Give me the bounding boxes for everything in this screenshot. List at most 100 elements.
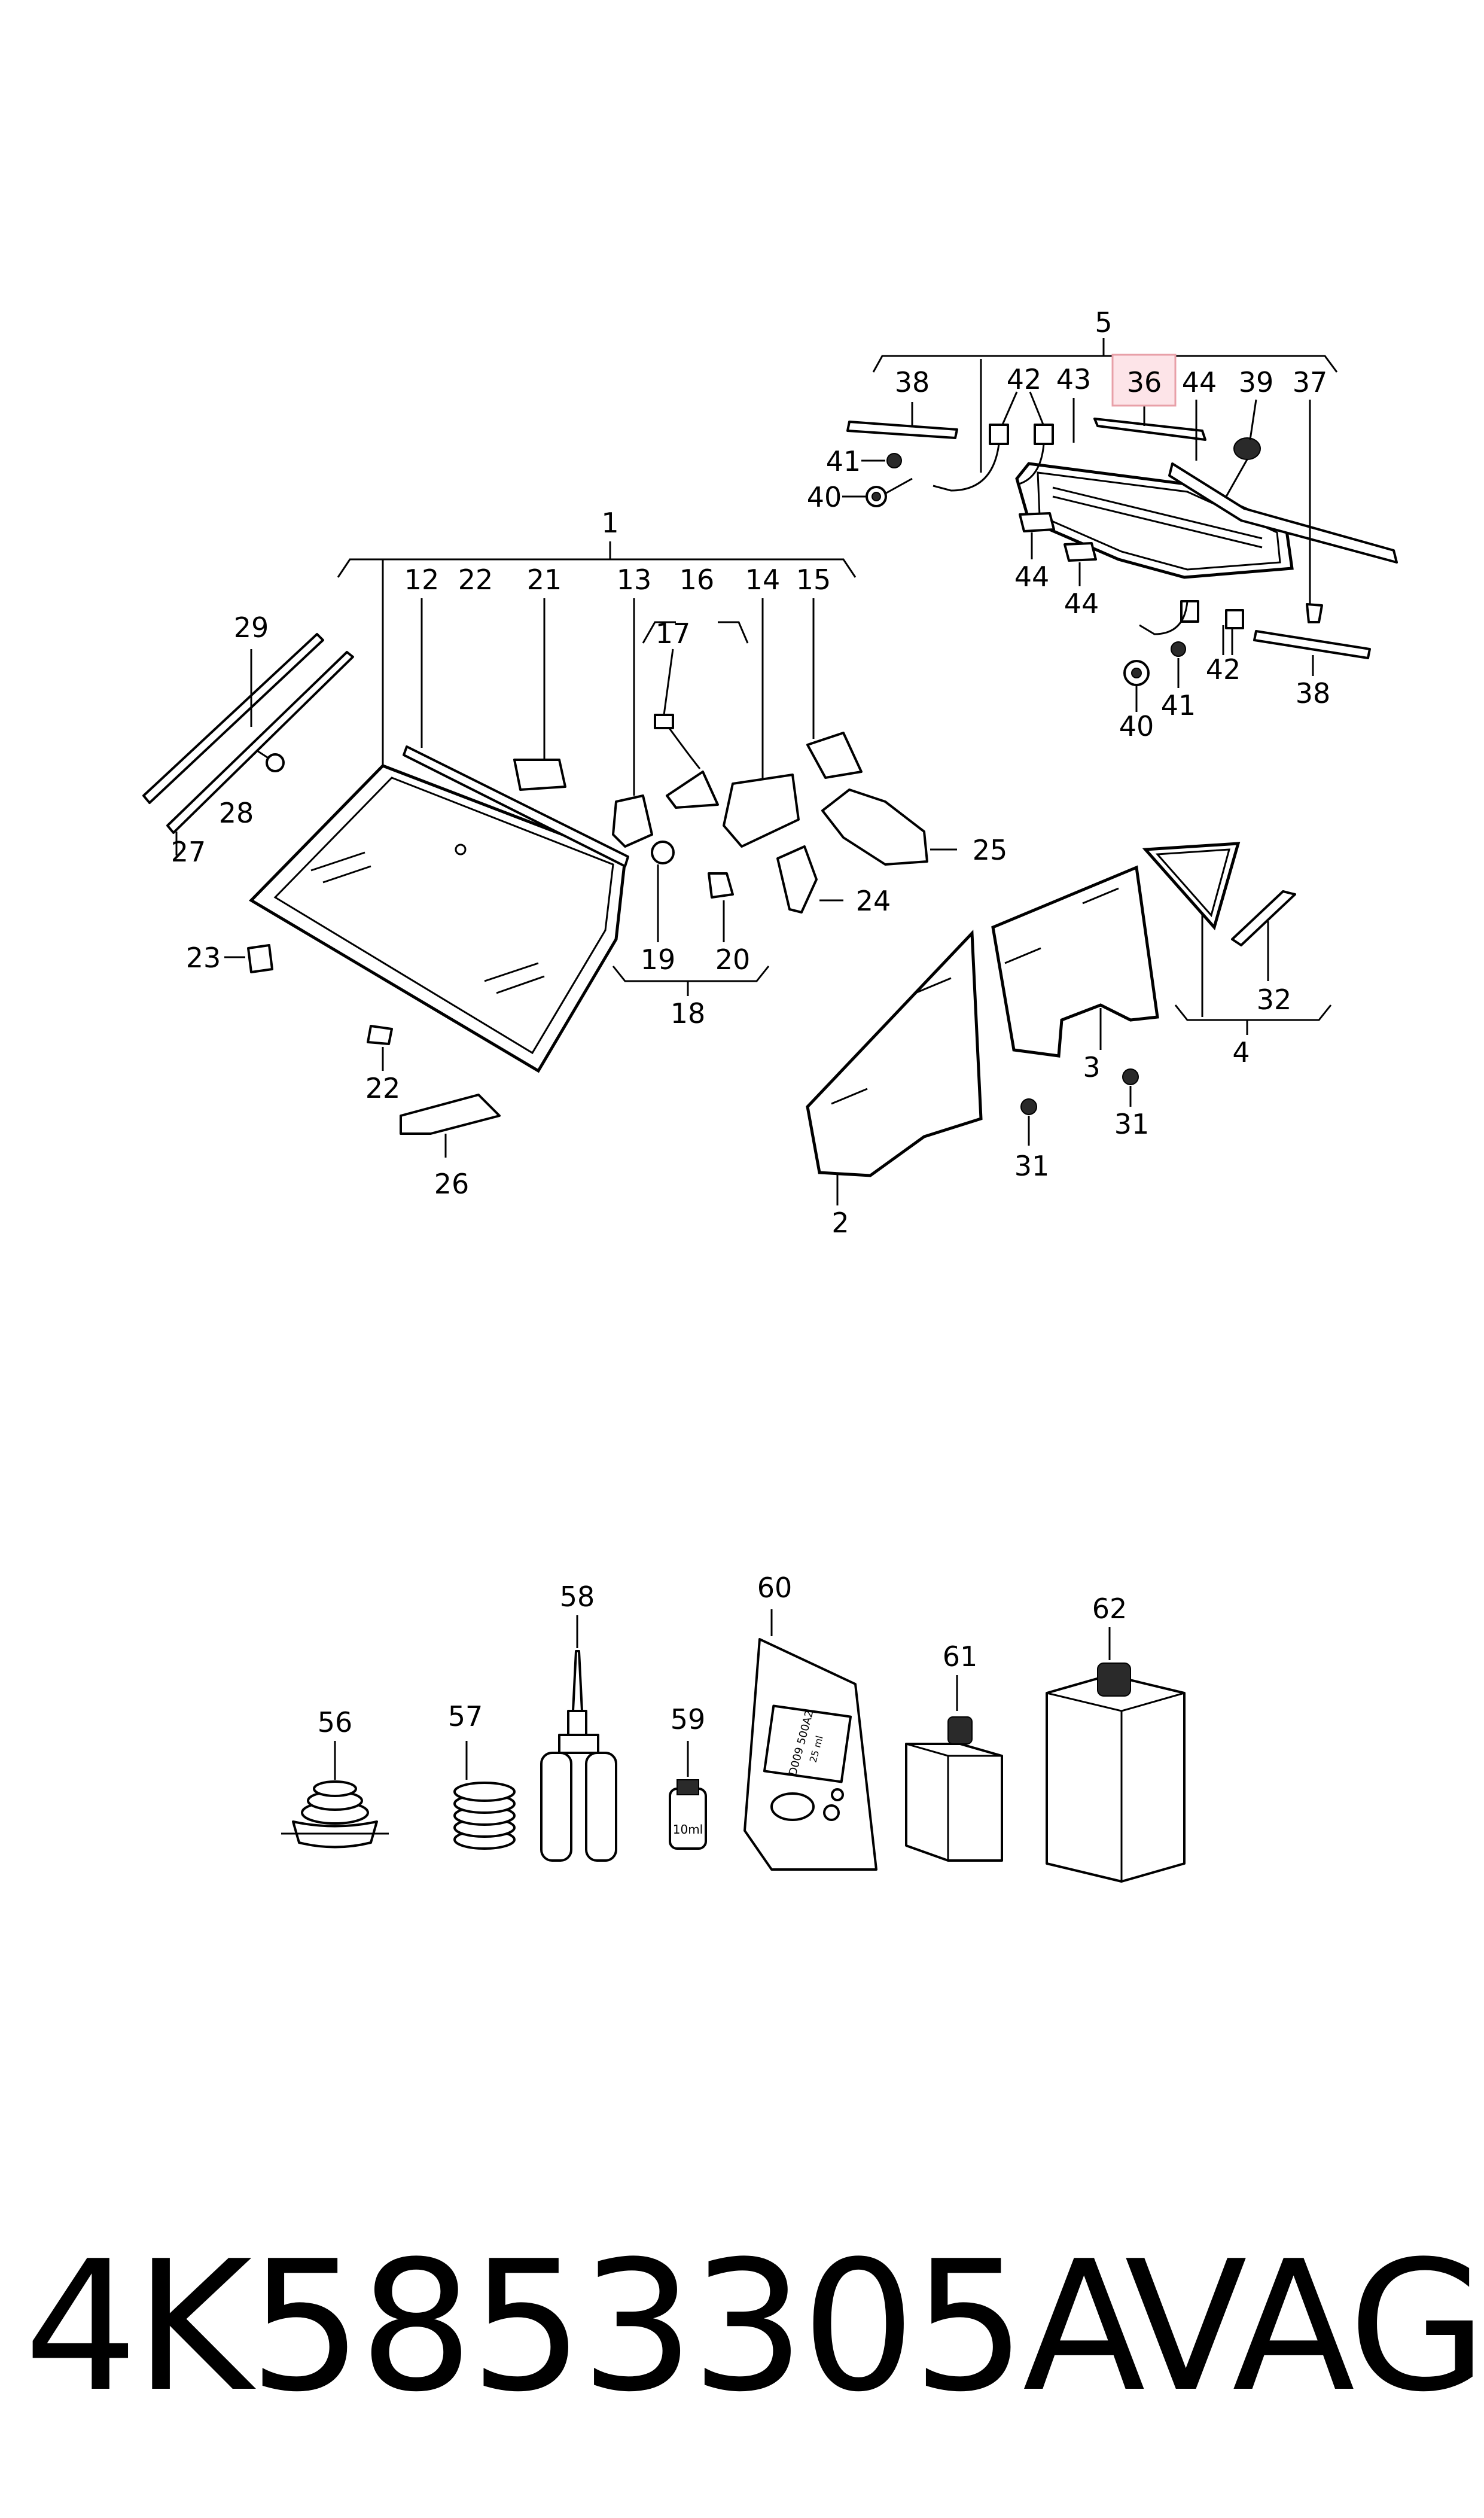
callout-32[interactable]: 32 <box>1257 984 1292 1016</box>
parts-diagram: 10ml D009 500A2 25 ml <box>142 306 1398 1883</box>
pad-44-b[interactable] <box>1064 542 1097 562</box>
callout-56[interactable]: 56 <box>318 1706 353 1738</box>
callout-22-top[interactable]: 22 <box>458 564 493 596</box>
bottle-62[interactable] <box>1046 1663 1186 1883</box>
callout-labels: 5 38 42 43 36 44 39 37 41 40 44 44 42 41… <box>171 306 1331 1738</box>
callout-4[interactable]: 4 <box>1232 1036 1250 1068</box>
callout-19[interactable]: 19 <box>641 943 676 976</box>
callout-42-top[interactable]: 42 <box>1007 363 1042 395</box>
callout-13[interactable]: 13 <box>617 564 652 596</box>
connector-42-bottom-b[interactable] <box>1225 609 1244 629</box>
screw-31-left[interactable] <box>1020 1098 1037 1115</box>
callout-40-bottom[interactable]: 40 <box>1119 710 1154 742</box>
cap-39[interactable] <box>1233 437 1261 460</box>
callout-3[interactable]: 3 <box>1083 1051 1100 1083</box>
strip-29[interactable] <box>142 633 324 804</box>
sensor-cover-14[interactable] <box>723 774 800 848</box>
door-glass-2[interactable] <box>806 930 983 1177</box>
bracket-13[interactable] <box>612 794 653 848</box>
callout-26[interactable]: 26 <box>434 1168 470 1200</box>
callout-39[interactable]: 39 <box>1239 366 1274 398</box>
screw-41-top[interactable] <box>886 453 902 468</box>
callout-12[interactable]: 12 <box>404 564 440 596</box>
spring-57[interactable] <box>453 1782 516 1850</box>
callout-38-bottom[interactable]: 38 <box>1296 677 1331 710</box>
connector-42-top-a[interactable] <box>989 424 1009 445</box>
callout-43[interactable]: 43 <box>1056 363 1092 395</box>
callout-41-bottom[interactable]: 41 <box>1161 689 1196 721</box>
callout-44-a[interactable]: 44 <box>1014 561 1050 593</box>
callout-57[interactable]: 57 <box>448 1700 483 1733</box>
callout-15[interactable]: 15 <box>796 564 831 596</box>
screw-31-right[interactable] <box>1122 1068 1139 1085</box>
windshield-group <box>142 541 957 1158</box>
callout-2[interactable]: 2 <box>831 1207 849 1239</box>
wiring-26[interactable] <box>400 1094 501 1135</box>
quarter-glass-4[interactable] <box>1142 842 1241 931</box>
callout-27[interactable]: 27 <box>171 836 206 868</box>
highlight-box <box>1111 354 1177 407</box>
callout-60[interactable]: 60 <box>757 1572 793 1604</box>
cover-24[interactable] <box>776 845 818 914</box>
callout-14[interactable]: 14 <box>745 564 781 596</box>
callout-41-top[interactable]: 41 <box>826 445 861 477</box>
trim-strip-38[interactable] <box>846 421 958 439</box>
windshield-glass[interactable] <box>248 764 627 1073</box>
callout-44-b[interactable]: 44 <box>1064 587 1099 620</box>
callout-23[interactable]: 23 <box>186 942 221 974</box>
callout-25[interactable]: 25 <box>973 834 1008 866</box>
trim-strip-38-bottom[interactable] <box>1253 630 1371 659</box>
connector-42-top-b[interactable] <box>1034 424 1054 445</box>
callout-59[interactable]: 59 <box>671 1703 706 1735</box>
callout-38-top[interactable]: 38 <box>895 366 930 398</box>
bottle-59[interactable]: 10ml <box>669 1779 707 1850</box>
rear-window-group <box>842 338 1398 712</box>
clip-37[interactable] <box>1306 603 1323 623</box>
callout-31-left[interactable]: 31 <box>1014 1150 1050 1182</box>
clip-23[interactable] <box>247 944 273 973</box>
callout-44-top[interactable]: 44 <box>1182 366 1217 398</box>
callout-31-right[interactable]: 31 <box>1114 1108 1150 1140</box>
callout-5[interactable]: 5 <box>1095 306 1112 339</box>
seal-37[interactable] <box>1168 462 1398 564</box>
sensor-16[interactable] <box>666 771 719 809</box>
clip-28[interactable] <box>266 753 285 772</box>
callout-61[interactable]: 61 <box>943 1640 978 1673</box>
callout-42-bottom[interactable]: 42 <box>1206 653 1241 686</box>
pad-44-a[interactable] <box>1019 512 1055 532</box>
screw-41-bottom[interactable] <box>1171 641 1186 657</box>
callout-17[interactable]: 17 <box>656 617 691 650</box>
callout-36[interactable]: 36 <box>1127 366 1162 398</box>
callout-20[interactable]: 20 <box>715 943 751 976</box>
callout-29[interactable]: 29 <box>234 611 269 644</box>
callout-22-bottom[interactable]: 22 <box>365 1072 401 1104</box>
seal-32[interactable] <box>1231 890 1296 946</box>
mirror-base-21[interactable] <box>513 759 566 791</box>
products-group: 10ml D009 500A2 25 ml <box>281 1609 1186 1883</box>
callout-28[interactable]: 28 <box>219 797 254 829</box>
bracket-15[interactable] <box>806 732 863 779</box>
callout-16[interactable]: 16 <box>679 564 715 596</box>
cartridge-58[interactable] <box>540 1650 617 1862</box>
callout-24[interactable]: 24 <box>856 885 891 917</box>
clip-20[interactable] <box>708 872 734 899</box>
callout-37[interactable]: 37 <box>1293 366 1328 398</box>
mirror-cover-25[interactable] <box>821 788 928 866</box>
callout-18[interactable]: 18 <box>671 997 706 1030</box>
strip-27[interactable] <box>166 651 354 834</box>
callout-62[interactable]: 62 <box>1092 1593 1128 1625</box>
trim-strip-36[interactable] <box>1093 418 1206 441</box>
callout-1[interactable]: 1 <box>601 507 618 539</box>
callout-40-top[interactable]: 40 <box>807 481 842 513</box>
part-number: 4K5853305A <box>24 2222 1145 2431</box>
connector-42-bottom-a[interactable] <box>1180 600 1199 623</box>
sensor-22[interactable] <box>367 1025 393 1045</box>
door-glass-group <box>806 842 1332 1205</box>
bag-60[interactable]: D009 500A2 25 ml <box>743 1638 877 1871</box>
callout-58[interactable]: 58 <box>560 1581 595 1613</box>
ring-19[interactable] <box>651 841 675 864</box>
bottle-61[interactable] <box>905 1716 1003 1862</box>
callout-21[interactable]: 21 <box>527 564 562 596</box>
seal-12[interactable] <box>403 745 629 867</box>
door-glass-3[interactable] <box>991 865 1159 1058</box>
